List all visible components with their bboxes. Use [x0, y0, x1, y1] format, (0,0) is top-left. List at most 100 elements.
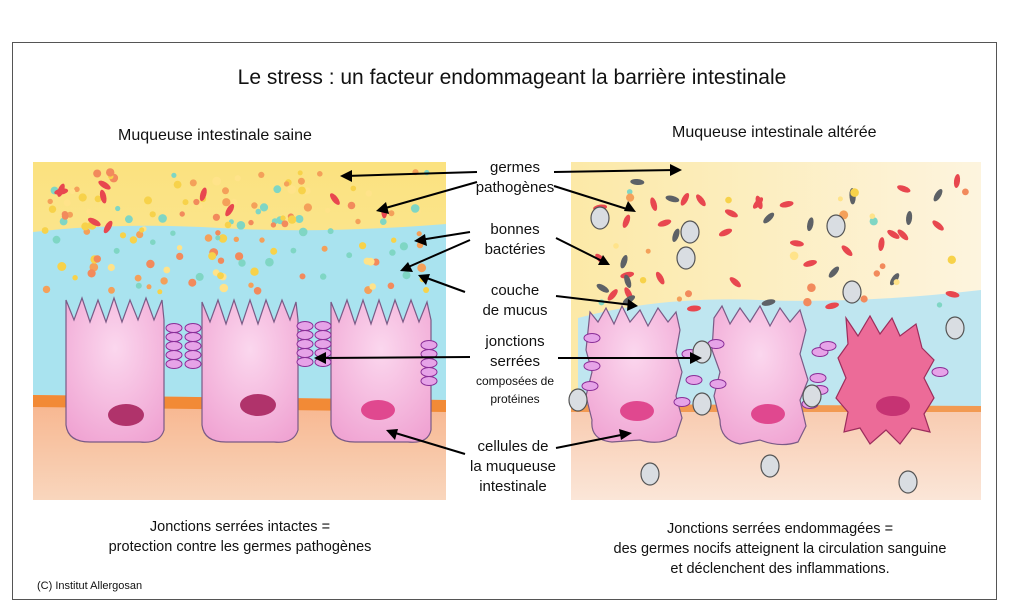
arrow-junction-left: [319, 356, 471, 359]
bacterium: [936, 302, 943, 308]
bacterium: [124, 215, 133, 224]
pathogen-particle: [802, 384, 822, 408]
pathogen: [696, 194, 706, 207]
label-line: bonnes: [490, 221, 540, 238]
caption-line: des germes nocifs atteignent la circulat…: [613, 541, 947, 557]
bacterium: [417, 263, 427, 273]
label-line: germes: [489, 159, 541, 176]
cell: [65, 296, 165, 443]
label-mucus: couche de mucus: [470, 281, 560, 321]
bacterium: [869, 213, 876, 219]
nucleus: [108, 404, 144, 426]
bacterium: [69, 188, 76, 195]
bacterium: [204, 234, 213, 242]
bacterium: [303, 203, 312, 212]
bacterium: [146, 284, 152, 290]
bacterium: [639, 277, 647, 284]
bacterium: [47, 198, 53, 205]
bacterium: [212, 176, 222, 186]
bacterium: [626, 193, 635, 202]
pathogen: [655, 271, 665, 285]
pathogen: [724, 209, 738, 218]
bacterium: [879, 263, 886, 270]
label-line: couche: [490, 282, 540, 299]
bacterium: [74, 186, 80, 193]
pathogen: [897, 229, 909, 241]
arrow-germs-left: [345, 171, 478, 177]
pathogen-particle: [826, 214, 846, 238]
figure-frame: [12, 42, 997, 600]
label-line: serrées: [489, 353, 541, 370]
bacterium: [72, 275, 78, 281]
bacterium: [281, 220, 289, 228]
bacterium: [176, 245, 183, 251]
pathogen: [841, 245, 853, 257]
bacterium: [259, 237, 265, 243]
label-line: la muqueuse: [470, 458, 556, 475]
bacterium: [391, 237, 397, 243]
right-caption: Jonctions serrées endommagées = des germ…: [570, 519, 990, 579]
bacterium: [365, 190, 372, 197]
bacterium: [173, 180, 182, 189]
bacterium: [837, 196, 843, 202]
arrow-mucus-left: [423, 276, 466, 293]
pathogen-particle: [680, 220, 700, 244]
bacterium: [789, 251, 799, 261]
bacterium: [387, 282, 395, 290]
pathogen: [763, 212, 775, 224]
bacterium: [251, 202, 258, 209]
left-panel: [33, 162, 446, 500]
bacterium: [270, 247, 278, 255]
bacterium: [135, 282, 142, 289]
caption-line: protection contre les germes pathogènes: [108, 539, 372, 555]
bacterium: [807, 283, 816, 293]
pathogen: [878, 237, 885, 252]
pathogen-particle: [676, 246, 696, 270]
cell: [585, 304, 683, 443]
bacterium: [287, 215, 297, 224]
bacterium: [108, 286, 115, 294]
pathogen-particle: [760, 454, 780, 478]
bacterium: [290, 247, 297, 254]
cell: [201, 298, 299, 443]
bacterium: [212, 213, 220, 221]
bacterium: [179, 211, 185, 217]
bacterium: [402, 271, 411, 280]
bacterium: [613, 243, 619, 249]
bacterium: [295, 215, 304, 223]
bacterium: [298, 186, 306, 195]
bacterium: [215, 230, 221, 236]
bacterium: [219, 283, 229, 293]
arrow-cells-left: [391, 431, 466, 455]
bacterium: [134, 274, 142, 282]
pathogen: [897, 185, 911, 193]
bacterium: [234, 175, 241, 182]
pathogen: [99, 189, 107, 204]
bacterium: [235, 252, 244, 261]
pathogen: [807, 217, 814, 232]
arrow-good-left: [419, 231, 471, 241]
pathogen-particle: [568, 388, 588, 412]
arrow-germs-left-2: [381, 181, 478, 210]
pathogen: [225, 203, 235, 217]
bacterium: [230, 198, 238, 206]
bacterium: [188, 278, 197, 287]
arrow-heads: [314, 164, 702, 440]
bacterium: [346, 252, 353, 259]
bacterium: [215, 235, 221, 241]
label-line: composées de: [475, 374, 555, 388]
bacterium: [369, 283, 377, 290]
bacterium: [299, 273, 306, 280]
bacteria-cluster: [568, 174, 969, 494]
bacterium: [93, 255, 102, 263]
bacterium: [423, 287, 430, 293]
pathogen: [933, 189, 943, 202]
bacterium: [146, 259, 155, 269]
bacterium: [850, 188, 859, 197]
bacterium: [273, 185, 282, 194]
bacterium: [149, 211, 156, 218]
bacterium: [78, 193, 87, 202]
left-panel-title: Muqueuse intestinale saine: [118, 127, 312, 144]
bacterium: [350, 185, 357, 192]
